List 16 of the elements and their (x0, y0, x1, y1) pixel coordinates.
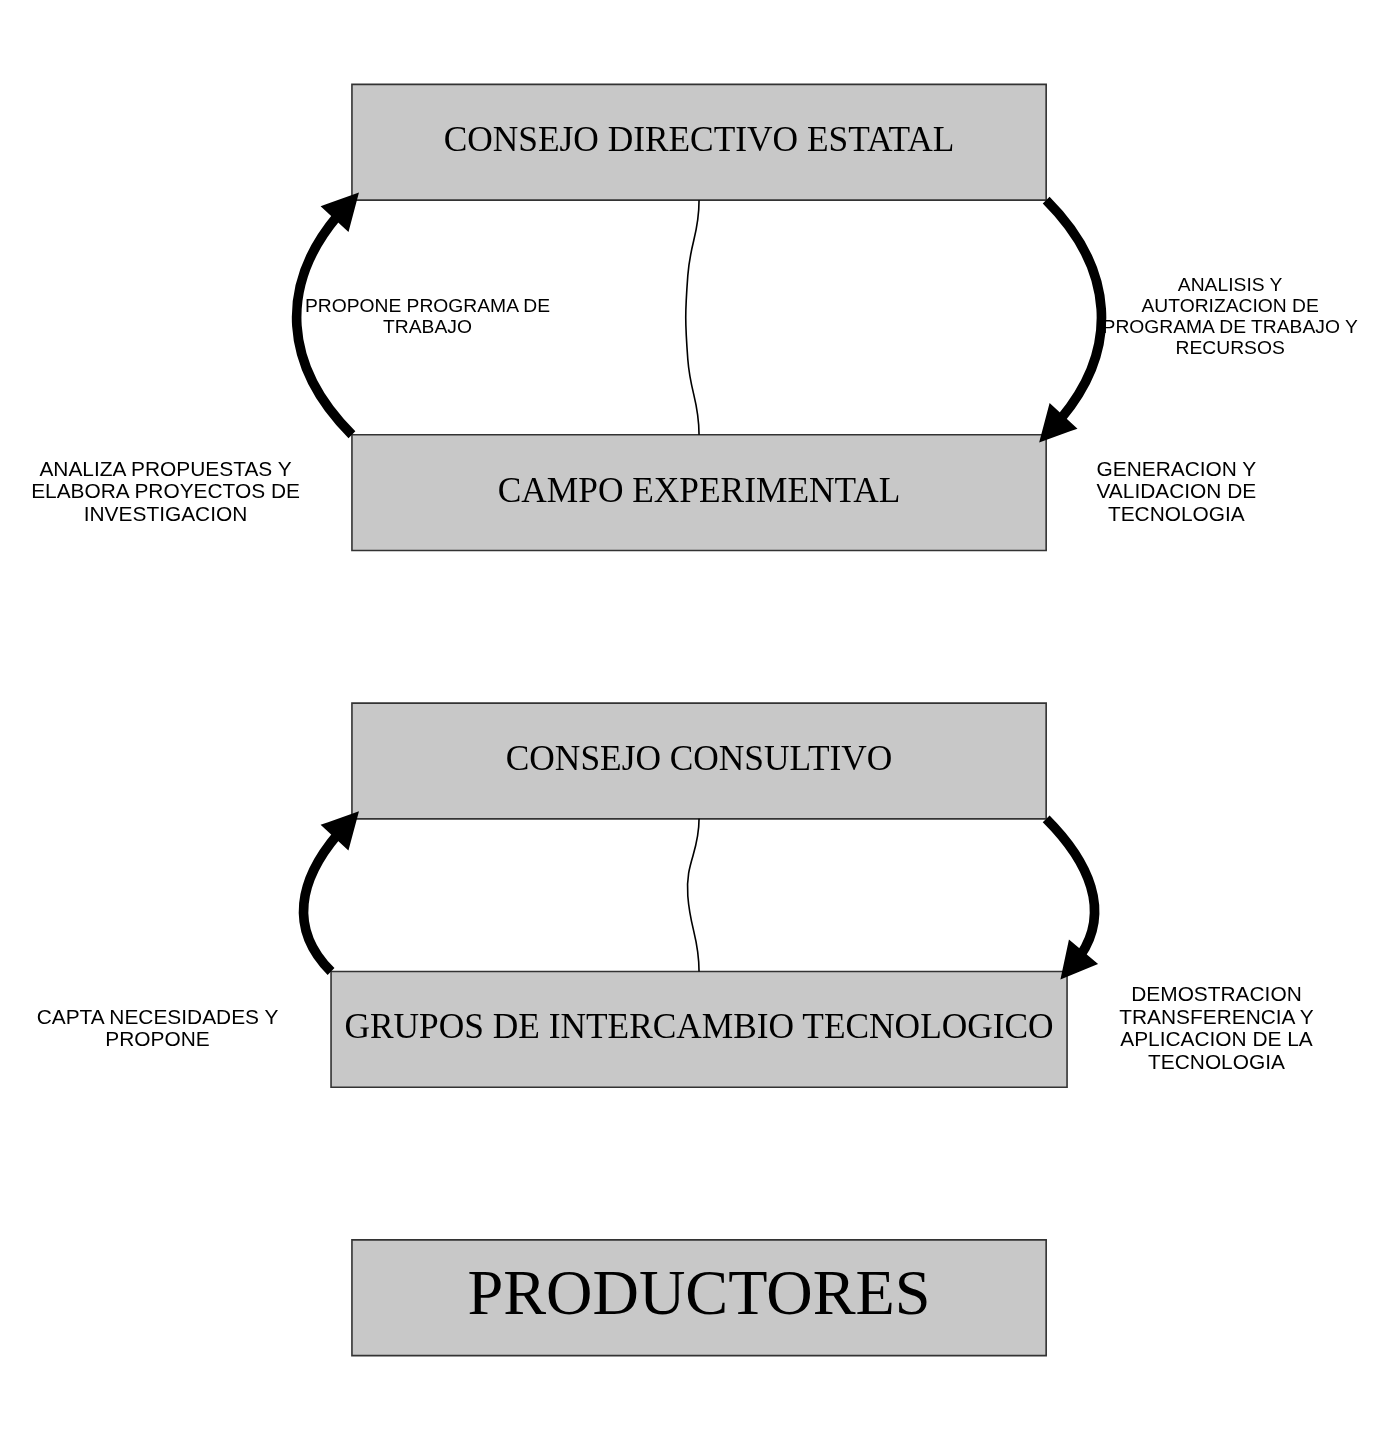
node-box: PRODUCTORES (351, 1238, 1047, 1356)
connector (684, 198, 700, 436)
node-box: CONSEJO CONSULTIVO (351, 701, 1047, 820)
node-label: DEMOSTRACION TRANSFERENCIA Y APLICACION DE LA TECNOLOGIA (1119, 981, 1314, 1073)
node-label: CAPTA NECESIDADES Y PROPONE (36, 1004, 279, 1050)
node-box: CONSEJO DIRECTIVO ESTATAL (351, 83, 1047, 201)
node-box: GRUPOS DE INTERCAMBIO TECNOLOGICO (330, 970, 1068, 1088)
node-label: GENERACION Y VALIDACION DE TECNOLOGIA (1096, 456, 1257, 525)
arrow (1042, 815, 1100, 979)
node-box: CAMPO EXPERIMENTAL (351, 433, 1047, 551)
node-label: ANALIZA PROPUESTAS Y ELABORA PROYECTOS DE INVESTIGACION (31, 456, 300, 525)
arrow (298, 810, 359, 975)
connector (686, 817, 700, 972)
arrow (1039, 196, 1106, 442)
edge-label: PROPONE PROGRAMA DE TRABAJO (304, 294, 551, 337)
arrow (292, 192, 359, 438)
